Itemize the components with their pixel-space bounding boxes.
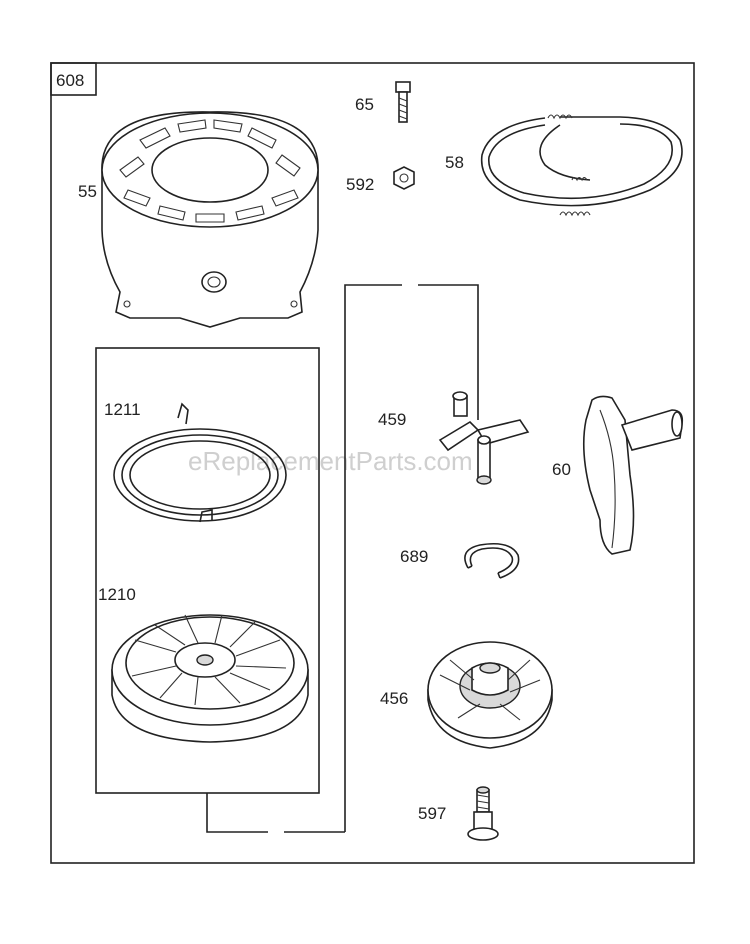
recoil-spring-part bbox=[113, 402, 287, 523]
part-label-592: 592 bbox=[346, 175, 374, 194]
starter-handle-part bbox=[582, 395, 684, 555]
starter-dog-part bbox=[438, 391, 530, 485]
nut-part bbox=[393, 166, 415, 190]
part-label-1210: 1210 bbox=[98, 585, 136, 604]
starter-cup-part bbox=[427, 641, 553, 749]
bolt-part bbox=[395, 81, 411, 123]
shoulder-screw-part bbox=[467, 786, 499, 841]
part-label-689: 689 bbox=[400, 547, 428, 566]
watermark: eReplacementParts.com bbox=[188, 446, 473, 476]
part-label-597: 597 bbox=[418, 804, 446, 823]
part-label-1211: 1211 bbox=[104, 400, 141, 419]
starter-pulley-part bbox=[111, 614, 309, 743]
diagram-frame bbox=[50, 62, 695, 864]
part-label-65: 65 bbox=[355, 95, 374, 114]
blower-housing-part bbox=[101, 111, 319, 328]
retainer-ring-part bbox=[464, 542, 520, 579]
assembly-number: 608 bbox=[56, 71, 84, 90]
assembly-number-box bbox=[50, 62, 97, 96]
part-label-60: 60 bbox=[552, 460, 571, 479]
part-label-58: 58 bbox=[445, 153, 464, 172]
part-label-459: 459 bbox=[378, 410, 406, 429]
starter-rope-part bbox=[480, 114, 683, 217]
part-label-456: 456 bbox=[380, 689, 408, 708]
connector-lines bbox=[206, 283, 479, 834]
part-label-55: 55 bbox=[78, 182, 97, 201]
